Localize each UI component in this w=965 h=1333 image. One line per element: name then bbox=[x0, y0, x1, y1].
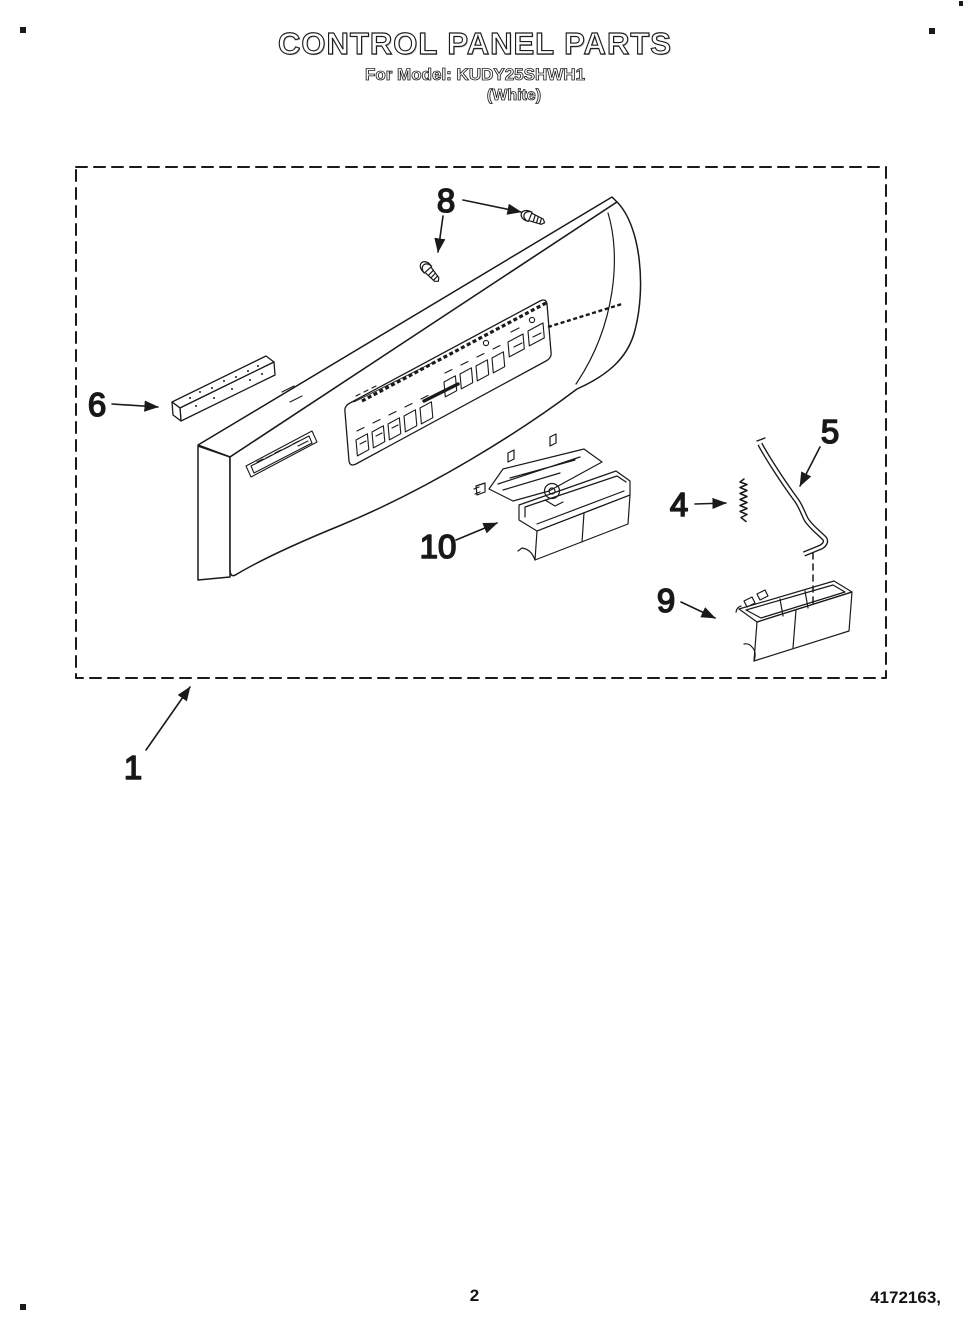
callout-1-arrow bbox=[145, 686, 191, 751]
callout-6-arrow bbox=[111, 400, 159, 412]
callout-9-label: 9 bbox=[657, 582, 675, 619]
callout-1-label: 1 bbox=[124, 749, 142, 786]
model-line: For Model: KUDY25SHWH1 bbox=[364, 65, 586, 85]
finish-line: (White) bbox=[486, 87, 542, 105]
dispenser-assembly-part-10 bbox=[473, 433, 631, 561]
callout-6-label: 6 bbox=[88, 386, 106, 423]
bracket-part-9 bbox=[735, 580, 853, 662]
console-overlay-outline bbox=[344, 299, 552, 466]
assembly-boundary-dashed-box bbox=[75, 166, 887, 679]
handle-recess bbox=[245, 430, 318, 478]
registration-mark bbox=[20, 27, 26, 33]
console-overlay bbox=[344, 299, 552, 466]
callout-10-label: 10 bbox=[420, 528, 457, 565]
callout-9-arrow bbox=[680, 601, 716, 619]
registration-marks bbox=[20, 1, 963, 1310]
screw-lower-part-8 bbox=[419, 261, 440, 282]
document-number: 4172163, bbox=[870, 1288, 941, 1307]
callout-8-arrow-upper bbox=[462, 199, 522, 215]
screw-upper-part-8 bbox=[520, 209, 546, 225]
callout-5-label: 5 bbox=[821, 413, 839, 450]
panel-left-face bbox=[197, 445, 231, 581]
callouts: 8 6 10 4 5 9 1 bbox=[87, 181, 840, 787]
callout-4-arrow bbox=[694, 497, 727, 510]
callout-8-arrow-lower bbox=[434, 215, 446, 253]
link-wire-part-5 bbox=[756, 437, 829, 557]
callout-5-arrow bbox=[799, 446, 821, 487]
control-panel-body bbox=[197, 196, 642, 581]
trim-strip-texture-dots bbox=[189, 365, 263, 407]
registration-mark bbox=[929, 28, 935, 34]
console-group-line bbox=[353, 362, 433, 403]
page-number: 2 bbox=[469, 1286, 480, 1305]
page-title: CONTROL PANEL PARTS bbox=[277, 25, 672, 61]
trim-strip-part-6 bbox=[171, 355, 303, 422]
title-block: CONTROL PANEL PARTS For Model: KUDY25SHW… bbox=[0, 25, 950, 105]
callout-8-label: 8 bbox=[437, 182, 455, 219]
callout-10-arrow bbox=[455, 522, 498, 541]
panel-front-face bbox=[229, 201, 642, 577]
callout-4-label: 4 bbox=[670, 486, 688, 523]
brand-mark bbox=[422, 382, 460, 403]
spring-part-4 bbox=[739, 478, 748, 523]
button-cluster-right bbox=[507, 316, 545, 358]
panel-right-end-curve bbox=[575, 212, 615, 385]
panel-crease-hatching bbox=[361, 301, 623, 403]
registration-mark bbox=[959, 1, 963, 6]
button-cluster-left bbox=[355, 385, 434, 457]
registration-mark bbox=[20, 1304, 26, 1310]
